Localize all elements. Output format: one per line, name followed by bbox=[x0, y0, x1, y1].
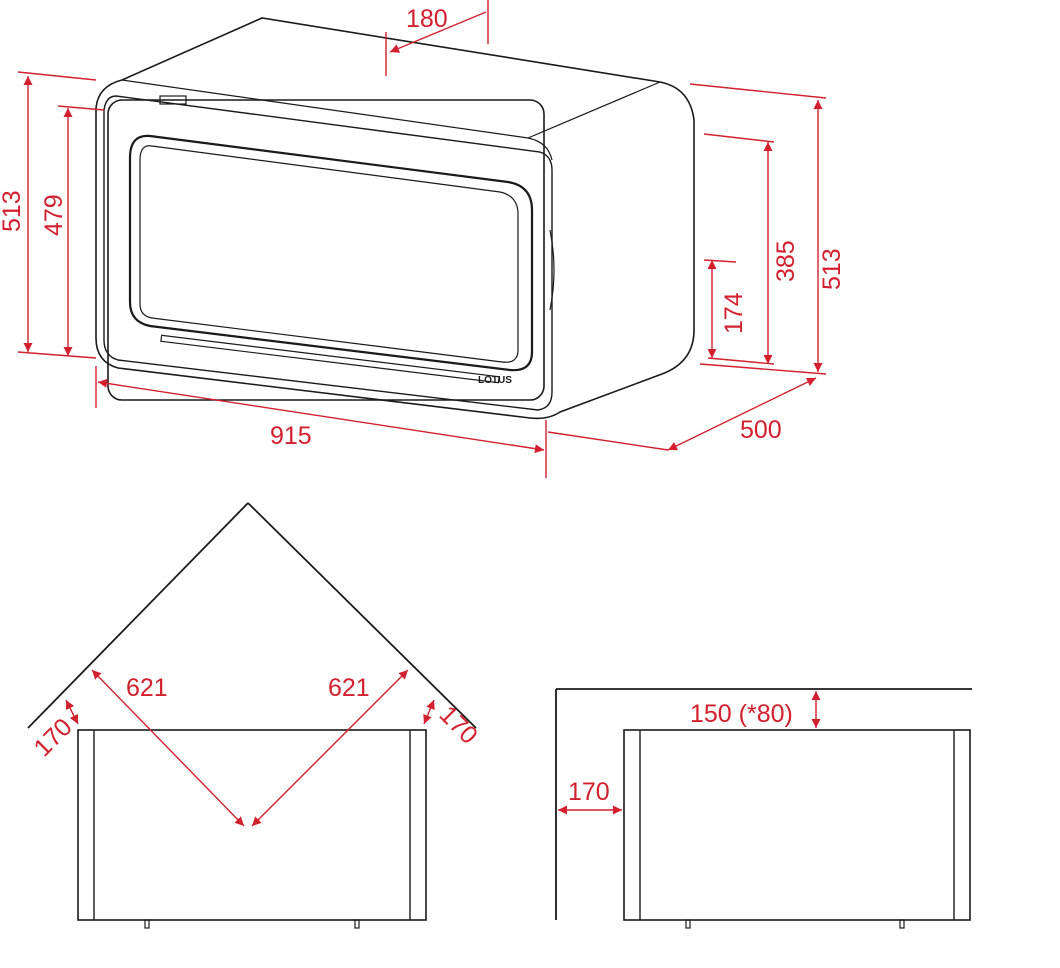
dim-label-170-right: 170 bbox=[434, 700, 483, 749]
dim-label-174: 174 bbox=[720, 292, 748, 334]
top-edge bbox=[121, 79, 553, 161]
corner-installation-view: 621 621 170 170 bbox=[27, 502, 483, 929]
dim-label-385: 385 bbox=[772, 240, 800, 282]
dim-label-479: 479 bbox=[40, 194, 68, 236]
cabinet-body-outline bbox=[95, 17, 695, 420]
dim-height-right-inner: 385 bbox=[703, 133, 800, 365]
wall-foot-right bbox=[899, 919, 905, 929]
wall-installation-view: 150 (*80) 170 bbox=[555, 688, 972, 929]
side-edge bbox=[527, 81, 661, 139]
top-hinge bbox=[159, 95, 187, 105]
dim-label-180: 180 bbox=[406, 5, 448, 33]
corner-foot-left bbox=[144, 919, 150, 929]
corner-foot-right bbox=[354, 919, 360, 929]
corner-cabinet bbox=[77, 729, 427, 921]
dim-label-621-right: 621 bbox=[328, 674, 370, 702]
perspective-view: LOTUS 180 513 479 915 bbox=[0, 0, 846, 478]
front-frame bbox=[103, 95, 553, 411]
dim-depth-top: 180 bbox=[385, 0, 489, 76]
brand-logo: LOTUS bbox=[478, 375, 512, 386]
corner-wall-left bbox=[27, 502, 249, 729]
dim-label-170-wall: 170 bbox=[568, 778, 610, 806]
bottom-rail bbox=[160, 334, 500, 384]
dim-label-513-left: 513 bbox=[0, 190, 26, 232]
dim-label-621-left: 621 bbox=[126, 674, 168, 702]
dim-height-left-outer: 513 bbox=[0, 71, 97, 359]
dim-height-right-low: 174 bbox=[703, 259, 748, 358]
dim-width: 915 bbox=[95, 366, 547, 478]
dim-height-right-outer: 513 bbox=[689, 83, 846, 375]
dim-label-150: 150 (*80) bbox=[690, 700, 793, 728]
dim-label-500: 500 bbox=[740, 416, 782, 444]
side-handle bbox=[549, 229, 555, 311]
corner-wall-right bbox=[247, 502, 477, 729]
wall-cabinet bbox=[623, 729, 971, 921]
dim-label-513-right: 513 bbox=[818, 248, 846, 290]
door-glass bbox=[139, 145, 519, 363]
wall-foot-left bbox=[685, 919, 691, 929]
door-panel bbox=[128, 134, 534, 372]
dim-depth: 500 bbox=[547, 377, 817, 451]
dim-height-left-inner: 479 bbox=[40, 105, 105, 356]
dim-label-915: 915 bbox=[270, 422, 312, 450]
